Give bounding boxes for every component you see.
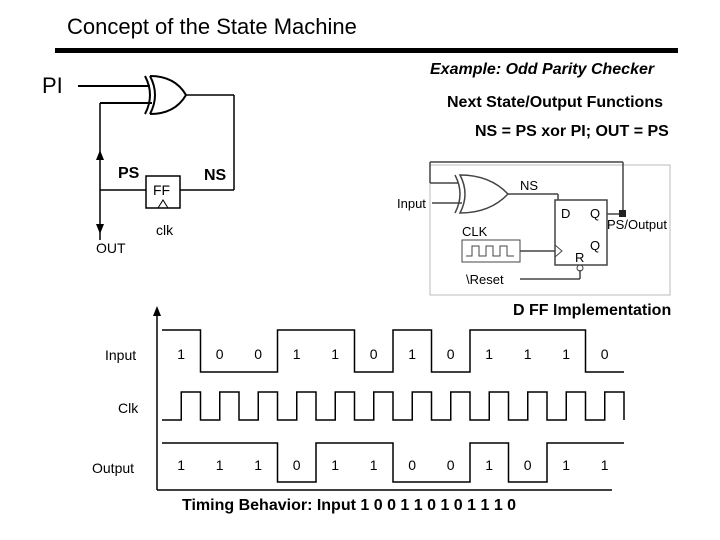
dff-q-label: Q — [590, 206, 600, 221]
output-bit-label: 0 — [447, 457, 455, 473]
dff-qbar-label: Q — [590, 238, 600, 253]
output-bit-label: 0 — [293, 457, 301, 473]
input-bit-label: 1 — [331, 346, 339, 362]
output-bit-label: 1 — [254, 457, 262, 473]
clk-label: clk — [156, 222, 174, 238]
output-bit-label: 0 — [524, 457, 532, 473]
input-bit-label: 0 — [370, 346, 378, 362]
output-bit-label: 1 — [331, 457, 339, 473]
dff-r-label: R — [575, 250, 584, 265]
output-bit-label: 1 — [370, 457, 378, 473]
dff-reset-label: \Reset — [466, 272, 504, 287]
output-bit-label: 1 — [485, 457, 493, 473]
xor-gate — [144, 75, 188, 115]
input-bit-label: 1 — [485, 346, 493, 362]
equations-text: NS = PS xor PI; OUT = PS — [475, 123, 669, 140]
output-bit-label: 1 — [177, 457, 185, 473]
timing-output-label: Output — [92, 460, 134, 476]
page-title: Concept of the State Machine — [67, 14, 357, 39]
input-bit-label: 0 — [447, 346, 455, 362]
dff-ps-output-label: PS/Output — [607, 217, 667, 232]
dff-caption: D FF Implementation — [513, 302, 672, 319]
dff-xor-gate — [458, 174, 510, 214]
output-bit-label: 1 — [562, 457, 570, 473]
ff-box — [145, 175, 181, 209]
clock-waveform — [162, 391, 625, 421]
example-heading: Example: Odd Parity Checker — [430, 61, 655, 78]
output-waveform — [162, 442, 624, 483]
output-bit-label: 1 — [216, 457, 224, 473]
out-label: OUT — [96, 240, 126, 256]
ff-label: FF — [153, 182, 170, 198]
dff-ns-label: NS — [520, 178, 538, 193]
timing-caption: Timing Behavior: Input 1 0 0 1 1 0 1 0 1… — [182, 497, 517, 514]
input-bit-label: 0 — [601, 346, 609, 362]
timing-diagram: Input Clk Output 1 0 0 1 1 0 1 0 1 1 1 0 1 1 1 0 1 1 0 0 1 0 1… — [92, 306, 625, 491]
pi-label: PI — [42, 73, 63, 98]
input-bit-label: 1 — [293, 346, 301, 362]
input-bit-label: 1 — [177, 346, 185, 362]
title-divider — [55, 48, 678, 53]
dff-d-label: D — [561, 206, 570, 221]
input-waveform — [162, 329, 624, 373]
dff-box — [554, 199, 608, 266]
output-bit-label: 0 — [408, 457, 416, 473]
functions-heading: Next State/Output Functions — [447, 94, 663, 111]
input-bit-label: 1 — [562, 346, 570, 362]
dff-input-label: Input — [397, 196, 426, 211]
ns-label: NS — [204, 167, 227, 184]
timing-clk-label: Clk — [118, 400, 139, 416]
output-bit-label: 1 — [601, 457, 609, 473]
input-bit-label: 0 — [254, 346, 262, 362]
ps-label: PS — [118, 165, 140, 182]
dff-clk-label: CLK — [462, 224, 488, 239]
input-bit-label: 0 — [216, 346, 224, 362]
timing-input-label: Input — [105, 347, 136, 363]
dff-implementation: Input NS D Q Q R PS/Output CLK \Reset — [397, 161, 671, 296]
input-bit-label: 1 — [524, 346, 532, 362]
input-bit-label: 1 — [408, 346, 416, 362]
